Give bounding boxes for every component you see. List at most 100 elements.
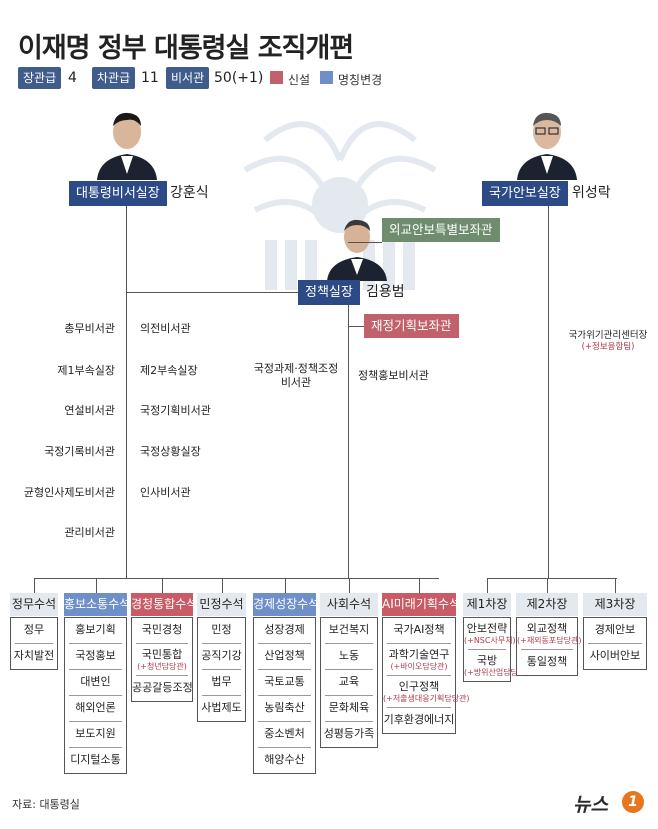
secretary-item: 통일정책 [517,650,577,675]
secretary-item-label: 과학기술연구 [388,648,450,661]
secretary-item-label: 교육 [338,675,360,688]
secretary-item: 보도지원 [65,722,126,747]
source-note: 자료: 대통령실 [12,798,80,811]
item-divider [258,643,311,644]
item-divider [202,669,241,670]
senior-secretary-head: 민정수석 [197,593,246,616]
legend-secretary-count: 50(+1) [214,70,264,86]
chief-secretary-right: 국정상황실장 [138,445,203,459]
item-divider [521,649,573,650]
secretary-item-note: (+NSC사무처) [464,636,516,645]
secretary-item-label: 법무 [211,675,232,688]
item-divider [258,747,311,748]
policy-chief-title: 정책실장 [298,280,360,305]
policy-portrait-avatar [327,219,387,281]
secretary-item: 법무 [198,670,245,695]
secretary-item-label: 기후환경에너지 [383,713,455,726]
secretary-item: 성장경제 [254,618,315,643]
item-divider [258,695,311,696]
secretary-item-label: 성평등가족 [323,727,375,740]
secretary-item: 문화체육 [321,696,377,721]
secretary-item-label: 국민경청 [141,623,183,636]
secretary-item: 사이버안보 [584,644,646,669]
secretary-item: 디지털소통 [65,748,126,773]
item-divider [69,669,122,670]
secretary-item-label: 정무 [23,623,45,636]
foreign-security-advisor: 외교안보특별보좌관 [382,218,500,242]
secretary-item: 대변인 [65,670,126,695]
column-drop-line [419,578,420,593]
chief-secretary-left: 총무비서관 [62,322,117,336]
secretary-item-label: 홍보기획 [75,623,116,636]
item-divider [258,721,311,722]
secretary-item-label: 인구정책 [398,680,440,693]
security-branch-line [487,578,617,579]
column-drop-line [285,578,286,593]
item-divider [202,643,241,644]
item-divider [325,669,373,670]
secretary-item-label: 해외언론 [75,701,116,714]
secretary-item: 과학기술연구(+바이오담당관) [383,644,455,675]
policy-secretary-right: 정책홍보비서관 [356,369,431,383]
secretary-item: 보건복지 [321,618,377,643]
item-divider [258,669,311,670]
secretary-item-label: 산업정책 [264,649,305,662]
senior-secretary-head: 제1차장 [463,593,511,616]
secretary-item-label: 사이버안보 [589,649,641,662]
senior-secretary-head: 사회수석 [320,593,378,616]
secretary-item-label: 외교정책 [526,622,568,635]
item-divider [202,695,241,696]
chief-secretary-left: 균형인사제도비서관 [21,486,117,500]
secretary-list: 외교정책(+재외동포담당관)통일정책 [516,617,581,676]
secretary-item-note: (+바이오담당관) [390,662,448,671]
senior-secretary-head: 경청통합수석 [131,593,193,616]
secretary-item-label: 국정홍보 [75,649,116,662]
secretary-item-label: 농림축산 [264,701,305,714]
secretary-item-label: 통일정책 [526,655,568,668]
secretary-item-label: 경제안보 [594,623,636,636]
item-divider [325,643,373,644]
secretary-item: 노동 [321,644,377,669]
secretary-item-label: 민정 [211,623,232,636]
secretary-item: 국민통합(+청년담당관) [132,644,192,675]
secretary-item-label: 국민통합 [141,648,183,661]
secretary-item: 자치발전 [11,644,57,669]
item-divider [136,643,188,644]
item-divider [69,747,122,748]
secretary-item-label: 중소벤처 [264,727,305,740]
legend-minister-label: 장관급 [18,67,62,89]
secretary-item: 국정홍보 [65,644,126,669]
column-drop-line [34,578,35,593]
security-chief-title: 국가안보실장 [482,181,568,206]
secretary-item: 국가AI정책 [383,618,455,643]
chief-secretary-left: 국정기록비서관 [42,445,117,459]
secretary-item-label: 디지털소통 [70,753,121,766]
news1-logo-badge-icon: 1 [622,791,644,813]
secretary-item-label: 자치발전 [13,649,55,662]
item-divider [325,721,373,722]
secretary-item-note: (+저출생대응기획담당관) [383,694,470,703]
secretary-item-note: (+청년담당관) [137,662,187,671]
secretary-item: 민정 [198,618,245,643]
chief-portrait-avatar [97,112,157,180]
secretary-item: 국방(+방위산업담당관) [464,650,528,681]
secretary-item-label: 성장경제 [264,623,305,636]
chief-secretary-right: 제2부속실장 [138,364,200,378]
crisis-center-label: 국가위기관리센터장 [568,329,648,343]
chief-secretary-left: 연설비서관 [62,404,117,418]
legend-vice-count: 11 [141,70,159,86]
chief-secretary-left: 제1부속실장 [55,364,117,378]
legend-new-swatch [270,71,283,84]
senior-secretary-head: 경제성장수석 [253,593,316,616]
secretary-item-label: 해양수산 [264,753,305,766]
chief-vertical-line [126,205,127,579]
secretary-item: 인구정책(+저출생대응기획담당관) [383,676,470,707]
secretary-item: 성평등가족 [321,722,377,747]
secretary-item: 국토교통 [254,670,315,695]
secretary-item-label: 안보전략 [466,622,508,635]
secretary-item: 해양수산 [254,748,315,773]
